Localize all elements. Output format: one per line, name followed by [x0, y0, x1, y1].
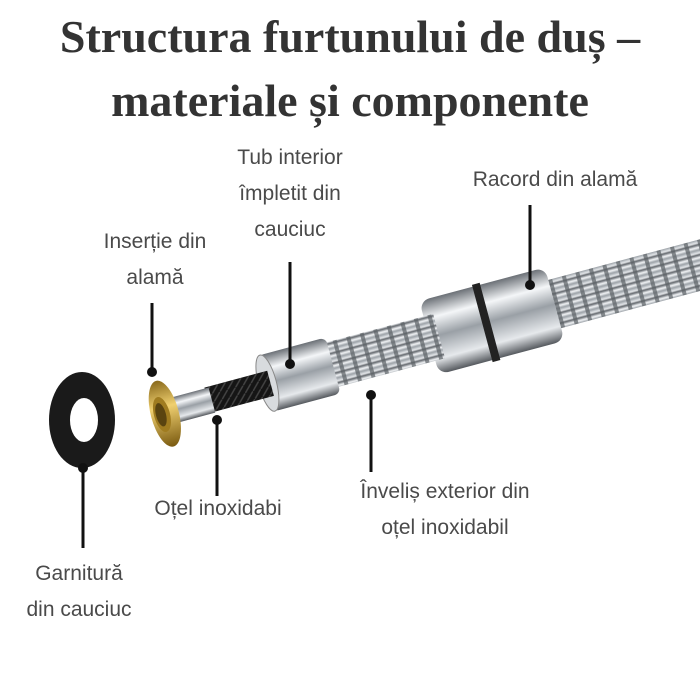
- rubber-washer: [49, 372, 115, 468]
- label-line: Garnitură: [35, 562, 123, 585]
- label-line: Înveliș exterior din: [360, 480, 530, 503]
- label-invelis: Înveliș exterior din oțel inoxidabil: [325, 474, 565, 546]
- label-tub-interior: Tub interior împletit din cauciuc: [205, 140, 375, 248]
- label-line: oțel inoxidabil: [381, 516, 509, 539]
- title-line-1: Structura furtunului de duș –: [59, 11, 641, 62]
- label-insertie: Inserție din alamă: [60, 224, 250, 296]
- steel-stub: [167, 387, 216, 424]
- label-line: din cauciuc: [26, 598, 132, 621]
- brass-connector: [421, 269, 563, 373]
- label-line: Tub interior: [237, 146, 343, 169]
- label-line: Oțel inoxidabi: [154, 497, 282, 520]
- outer-coil: [317, 313, 446, 390]
- label-line: Racord din alamă: [472, 168, 638, 191]
- label-racord: Racord din alamă: [445, 162, 665, 198]
- outer-coil-far: [538, 225, 700, 331]
- label-line: Inserție din: [103, 230, 207, 253]
- label-line: împletit din: [239, 182, 341, 205]
- label-otel: Oțel inoxidabi: [128, 491, 308, 527]
- chrome-sleeve: [259, 338, 340, 411]
- label-line: alamă: [126, 266, 184, 289]
- leader-lines: [81, 205, 532, 548]
- label-line: cauciuc: [254, 218, 326, 241]
- title-line-2: materiale și componente: [111, 75, 589, 126]
- braided-tube: [204, 370, 274, 413]
- label-garnitura: Garnitură din cauciuc: [0, 556, 158, 628]
